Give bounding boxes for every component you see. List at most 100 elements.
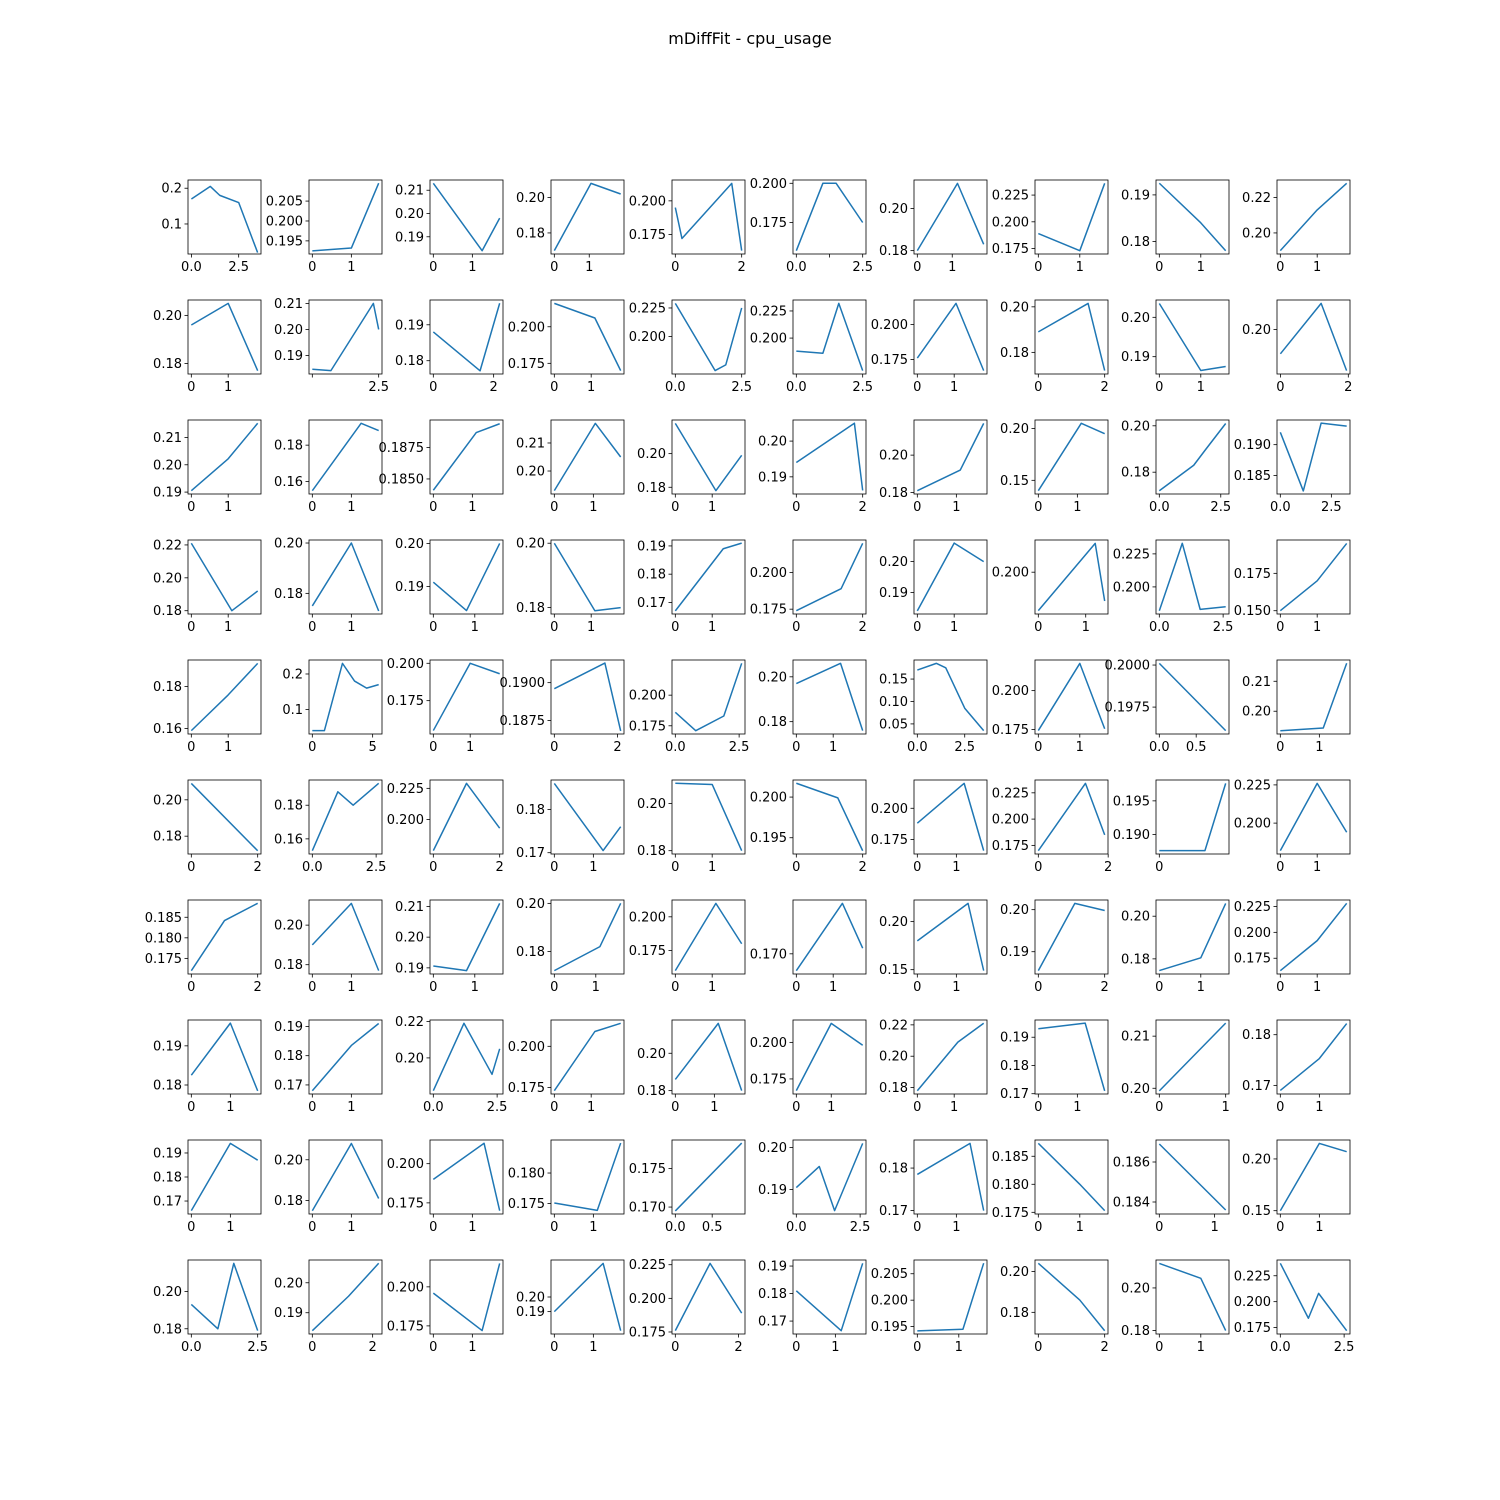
x-tick-label: 2 — [254, 860, 262, 875]
y-tick-label: 0.19 — [395, 580, 424, 595]
y-tick-label: 0.170 — [750, 947, 787, 962]
x-tick-label: 1 — [955, 1340, 963, 1355]
y-tick-label: 0.20 — [1121, 311, 1150, 326]
y-tick-label: 0.200 — [750, 791, 787, 806]
series-line — [312, 662, 379, 732]
axes-frame — [1276, 899, 1351, 975]
y-tick-label: 0.19 — [153, 486, 182, 501]
y-tick-label: 0.19 — [1121, 350, 1150, 365]
series-line — [190, 902, 259, 972]
y-tick-label: 0.20 — [274, 323, 303, 338]
y-tick-label: 0.21 — [516, 436, 545, 451]
series-line — [916, 423, 985, 492]
y-tick-label: 0.175 — [750, 1072, 787, 1087]
series-line — [1158, 1143, 1227, 1211]
y-tick-label: 0.20 — [637, 797, 666, 812]
y-tick-label: 0.200 — [508, 320, 545, 335]
y-tick-label: 0.17 — [1242, 1079, 1271, 1094]
series-line — [1159, 1262, 1227, 1331]
x-tick-label: 1 — [1197, 380, 1205, 395]
x-tick-label: 1 — [224, 620, 232, 635]
x-tick-label: 0 — [308, 1100, 316, 1115]
y-tick-label: 0.15 — [1000, 474, 1029, 489]
x-tick-label: 0 — [187, 1100, 195, 1115]
y-tick-label: 0.16 — [274, 475, 303, 490]
series-line — [674, 303, 743, 372]
y-tick-label: 0.225 — [1234, 1269, 1271, 1284]
y-tick-label: 0.225 — [1113, 547, 1150, 562]
x-tick-label: 1 — [585, 260, 593, 275]
y-tick-label: 0.20 — [153, 571, 182, 586]
x-tick-label: 2.5 — [1213, 620, 1234, 635]
series-line — [916, 302, 985, 371]
x-tick-label: 1 — [1313, 860, 1321, 875]
axes-frame — [187, 659, 262, 735]
axes-frame — [1155, 299, 1230, 375]
y-tick-label: 0.22 — [395, 1015, 424, 1030]
y-tick-label: 0.18 — [274, 1049, 303, 1064]
x-tick-label: 1 — [950, 1100, 958, 1115]
y-tick-label: 0.1900 — [500, 676, 546, 691]
axes-frame — [1276, 539, 1351, 615]
y-tick-label: 0.175 — [629, 719, 666, 734]
x-tick-label: 1 — [952, 1220, 960, 1235]
y-tick-label: 0.2 — [282, 667, 303, 682]
axes-frame — [913, 659, 988, 735]
x-tick-label: 0 — [308, 1220, 316, 1235]
x-tick-label: 0 — [671, 260, 679, 275]
y-tick-label: 0.175 — [992, 242, 1029, 257]
x-tick-label: 0 — [1155, 980, 1163, 995]
x-tick-label: 1 — [347, 980, 355, 995]
y-tick-label: 0.18 — [1121, 466, 1150, 481]
x-tick-label: 2 — [1104, 860, 1112, 875]
x-tick-label: 0 — [913, 620, 921, 635]
axes-frame — [1276, 779, 1351, 855]
x-tick-label: 2 — [1344, 380, 1352, 395]
y-tick-label: 0.21 — [395, 184, 424, 199]
x-tick-label: 1 — [589, 1340, 597, 1355]
x-tick-label: 0 — [1276, 1100, 1284, 1115]
subplot-59: 00.1900.195 — [1113, 779, 1230, 875]
x-tick-label: 2.5 — [1210, 500, 1231, 515]
series-line — [1158, 182, 1227, 252]
x-tick-label: 0 — [671, 500, 679, 515]
y-tick-label: 0.200 — [387, 813, 424, 828]
x-tick-label: 1 — [708, 620, 716, 635]
x-tick-label: 0 — [1034, 980, 1042, 995]
series-line — [1279, 902, 1348, 972]
axes-frame — [792, 899, 867, 975]
x-tick-label: 1 — [1076, 260, 1084, 275]
x-tick-label: 0.0 — [1270, 1340, 1291, 1355]
y-tick-label: 0.200 — [992, 566, 1029, 581]
x-tick-label: 0 — [429, 380, 437, 395]
axes-frame — [429, 1139, 504, 1215]
x-tick-label: 0 — [1155, 860, 1163, 875]
axes-frame — [1155, 1259, 1230, 1335]
series-line — [432, 1022, 501, 1092]
axes-frame — [429, 779, 504, 855]
y-tick-label: 0.205 — [871, 1267, 908, 1282]
series-line — [190, 662, 259, 732]
x-tick-label: 1 — [708, 980, 716, 995]
y-tick-label: 0.225 — [992, 786, 1029, 801]
y-tick-label: 0.175 — [992, 723, 1029, 738]
y-tick-label: 0.195 — [871, 1320, 908, 1335]
axes-frame — [671, 779, 746, 855]
